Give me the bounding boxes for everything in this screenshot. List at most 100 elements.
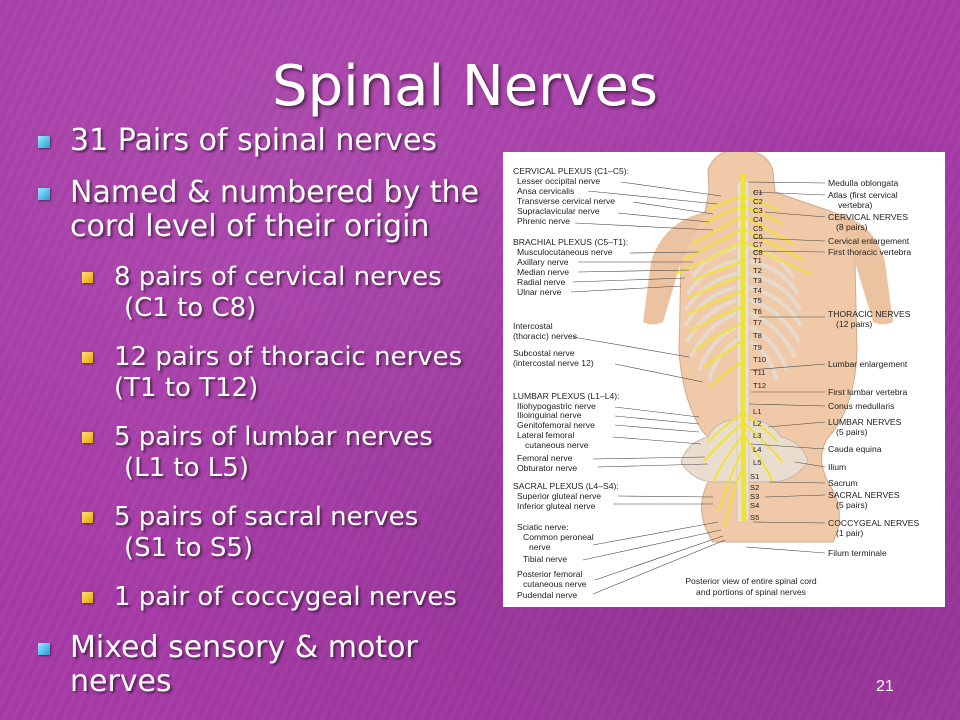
sub-bullet-text: (L1 to L5) — [124, 453, 249, 483]
figure-label: (12 pairs) — [836, 319, 872, 329]
figure-label: Ilium — [828, 462, 846, 472]
segment-label: L4 — [753, 445, 761, 454]
figure-label: Genitofemoral nerve — [517, 420, 595, 430]
figure-label: nerve — [529, 542, 551, 552]
sub-bullet-text: (C1 to C8) — [124, 293, 257, 323]
spinal-cord-figure: C1 C2 C3 C4 C5 C6 C7 C8 T1 T2 T3 T4 T5 T… — [503, 152, 945, 607]
segment-label: T12 — [753, 381, 766, 390]
bullet-text: Mixed sensory & motor — [70, 630, 418, 665]
figure-label: Cauda equina — [828, 444, 882, 454]
figure-label: Medulla oblongata — [828, 178, 898, 188]
sub-bullet-thoracic: 12 pairs of thoracic nerves (T1 to T12) — [36, 342, 506, 404]
segment-label: T10 — [753, 355, 766, 364]
figure-label: (intercostal nerve 12) — [513, 358, 594, 368]
figure-label: Sciatic nerve: — [517, 522, 569, 532]
nerves-left — [674, 196, 742, 528]
segment-label: L2 — [753, 419, 761, 428]
figure-label: Phrenic nerve — [517, 216, 570, 226]
cervical-plexus-label: CERVICAL PLEXUS (C1–C5): — [513, 166, 629, 176]
spinal-cord — [740, 174, 747, 523]
figure-label: Femoral nerve — [517, 453, 573, 463]
segment-labels: C1 C2 C3 C4 C5 C6 C7 C8 T1 T2 T3 T4 T5 T… — [750, 188, 766, 522]
figure-label: Axillary nerve — [517, 257, 569, 267]
segment-label: C8 — [753, 248, 763, 257]
segment-label: C2 — [753, 197, 763, 206]
segment-label: T2 — [753, 266, 762, 275]
figure-label: LUMBAR NERVES — [828, 417, 902, 427]
segment-label: S5 — [750, 513, 759, 522]
segment-label: T7 — [753, 318, 762, 327]
segment-label: C3 — [753, 206, 763, 215]
sub-bullet-marker-icon — [82, 592, 93, 603]
figure-label: (thoracic) nerves — [513, 331, 577, 341]
figure-label: Conus medullaris — [828, 401, 894, 411]
sub-bullet-text: 5 pairs of sacral nerves — [114, 502, 419, 532]
figure-label: Posterior femoral — [517, 569, 583, 579]
figure-label: Tibial nerve — [523, 554, 567, 564]
figure-label: Sacrum — [828, 478, 858, 488]
bullet-31-pairs: 31 Pairs of spinal nerves — [36, 124, 506, 158]
figure-label: Atlas (first cervical — [828, 190, 898, 200]
bullet-list: 31 Pairs of spinal nerves Named & number… — [36, 124, 506, 699]
figure-label: (5 pairs) — [836, 500, 868, 510]
leader-lines-left — [570, 181, 726, 595]
figure-caption: Posterior view of entire spinal cord — [685, 576, 817, 586]
figure-label: Superior gluteal nerve — [517, 491, 601, 501]
bullet-text: nerves — [70, 664, 172, 699]
segment-label: S4 — [750, 501, 759, 510]
figure-label: Lumbar enlargement — [828, 359, 908, 369]
segment-label: T11 — [753, 368, 766, 377]
leader-lines-right — [745, 181, 826, 554]
sub-bullet-marker-icon — [82, 432, 93, 443]
sub-bullet-cervical: 8 pairs of cervical nerves (C1 to C8) — [36, 262, 506, 324]
segment-label: T8 — [753, 331, 762, 340]
segment-label: C6 — [753, 232, 763, 241]
figure-label: Musculocutaneous nerve — [517, 247, 613, 257]
bullet-text: Named & numbered by the — [70, 175, 480, 210]
figure-label: Common peroneal — [523, 532, 594, 542]
figure-label: Transverse cervical nerve — [517, 196, 615, 206]
segment-label: S1 — [750, 472, 759, 481]
slide-number: 21 — [876, 678, 894, 695]
figure-label: Intercostal — [513, 321, 553, 331]
bullet-marker-icon — [38, 643, 50, 655]
segment-label: T1 — [753, 256, 762, 265]
segment-label: T5 — [753, 296, 762, 305]
sub-bullet-coccygeal: 1 pair of coccygeal nerves — [36, 582, 506, 613]
segment-label: S2 — [750, 483, 759, 492]
left-arm-shape — [643, 212, 705, 325]
segment-label: L5 — [753, 458, 761, 467]
lumbar-plexus-label: LUMBAR PLEXUS (L1–L4): — [513, 391, 620, 401]
figure-label: First lumbar vertebra — [828, 387, 907, 397]
figure-label: Subcostal nerve — [513, 348, 575, 358]
segment-label: C7 — [753, 240, 763, 249]
left-labels: CERVICAL PLEXUS (C1–C5): Lesser occipita… — [513, 166, 629, 600]
sub-bullet-text: 8 pairs of cervical nerves — [114, 262, 442, 292]
sub-bullet-marker-icon — [82, 272, 93, 283]
figure-label: First thoracic vertebra — [828, 247, 911, 257]
figure-label: Radial nerve — [517, 277, 565, 287]
figure-label: Ilioinguinal nerve — [517, 410, 582, 420]
figure-label: Lesser occipital nerve — [517, 176, 600, 186]
segment-label: C1 — [753, 188, 763, 197]
figure-label: Median nerve — [517, 267, 569, 277]
nerves-right — [744, 196, 812, 483]
figure-label: Ulnar nerve — [517, 287, 562, 297]
slide-title: Spinal Nerves — [272, 54, 658, 119]
figure-label: (5 pairs) — [836, 427, 868, 437]
segment-label: L1 — [753, 407, 761, 416]
figure-label: (1 pair) — [836, 528, 863, 538]
sub-bullet-text: 1 pair of coccygeal nerves — [114, 582, 457, 612]
segment-label: S3 — [750, 492, 759, 501]
figure-label: Cervical enlargement — [828, 236, 910, 246]
figure-label: Ansa cervicalis — [517, 186, 574, 196]
segment-label: T9 — [753, 343, 762, 352]
segment-label: T4 — [753, 286, 762, 295]
figure-label: Inferior gluteal nerve — [517, 501, 596, 511]
bullet-marker-icon — [38, 188, 50, 200]
sub-bullet-lumbar: 5 pairs of lumbar nerves (L1 to L5) — [36, 422, 506, 484]
bullet-named-numbered: Named & numbered by the cord level of th… — [36, 176, 506, 244]
figure-label: Obturator nerve — [517, 463, 577, 473]
figure-label: Supraclavicular nerve — [517, 206, 600, 216]
figure-label: cutaneous nerve — [523, 579, 587, 589]
